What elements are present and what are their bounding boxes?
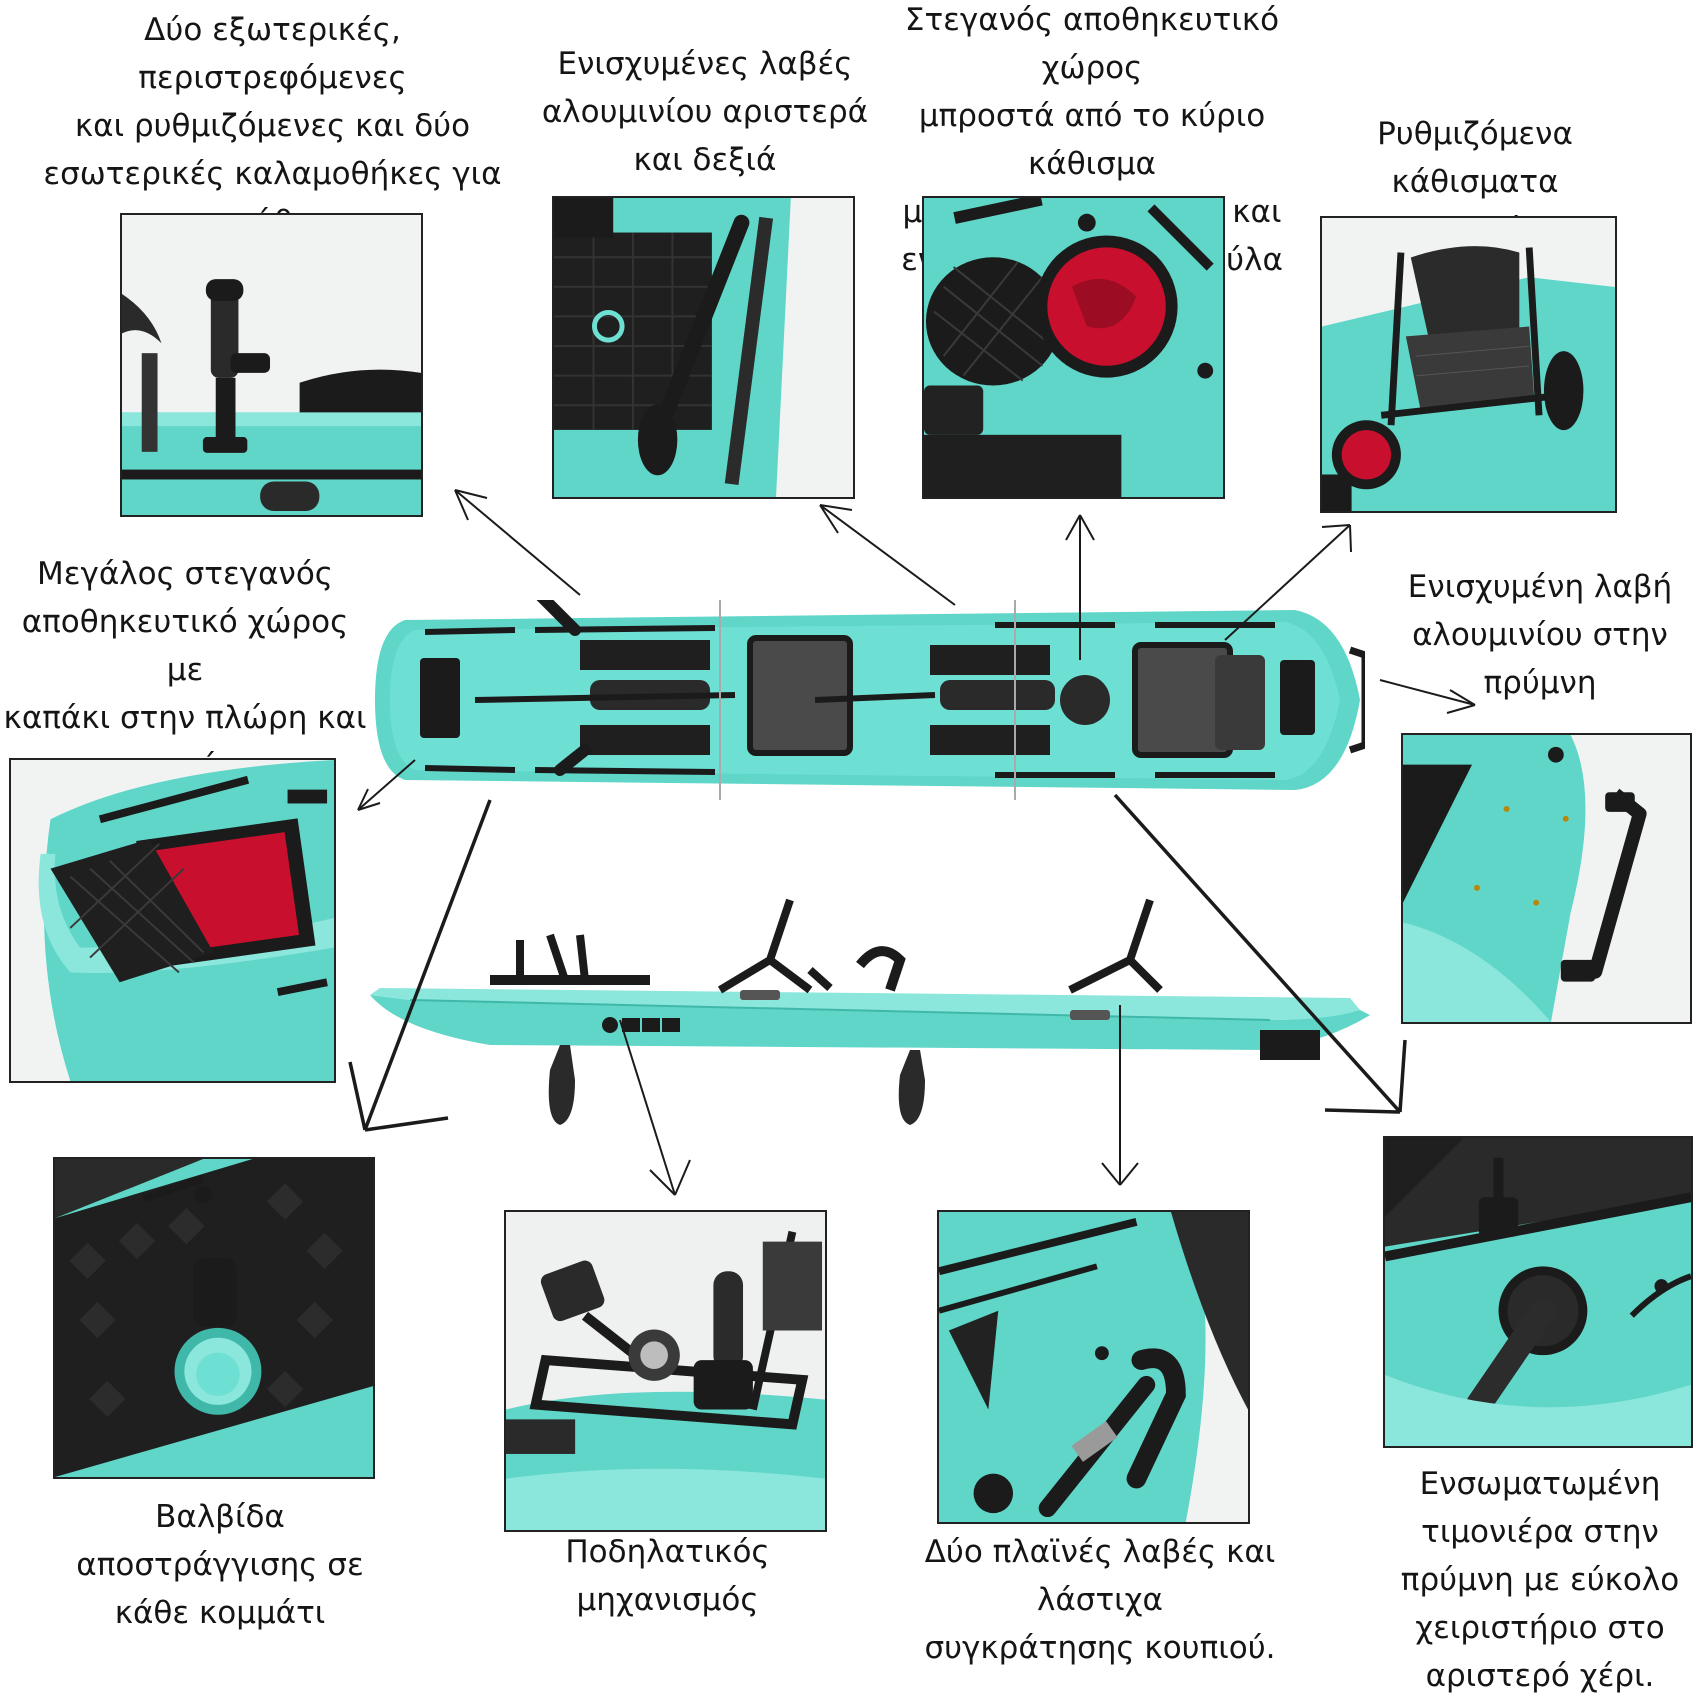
- photo-seat: [1320, 216, 1617, 513]
- caption-drain-valve: Βαλβίδα αποστράγγισης σε κάθε κομμάτι: [76, 1499, 364, 1631]
- arrow-icon: [819, 504, 956, 606]
- caption-rudder: Ενσωματωμένη τιμονιέρα στην πρύμνη με εύ…: [1400, 1466, 1680, 1694]
- photo-bow-storage: [9, 758, 336, 1083]
- kayak-top-view: [375, 589, 1369, 800]
- caption-stern-handle: Ενισχυμένη λαβή αλουμινίου στην πρύμνη: [1407, 569, 1673, 701]
- caption-side-handles: Ενισχυμένες λαβές αλουμινίου αριστερά κα…: [541, 46, 869, 178]
- caption-pedal-drive: Ποδηλατικός μηχανισμός: [565, 1534, 770, 1618]
- photo-rudder-handle: [1383, 1136, 1693, 1448]
- photo-stern-handle: [1401, 733, 1692, 1024]
- kayak-side-view: [370, 880, 1370, 1140]
- caption-bow-storage: Μεγάλος στεγανός αποθηκευτικό χώρος με κ…: [3, 556, 367, 784]
- photo-paddle-holder: [937, 1210, 1250, 1524]
- arrow-icon: [454, 489, 581, 596]
- photo-pedal-drive: [504, 1210, 827, 1532]
- caption-paddle-holder: Δύο πλαϊνές λαβές και λάστιχα συγκράτηση…: [924, 1534, 1276, 1666]
- photo-drain-valve: [53, 1157, 375, 1479]
- photo-rod-holder: [120, 213, 423, 517]
- photo-front-storage: [922, 196, 1225, 499]
- photo-side-handle: [552, 196, 855, 499]
- caption-rod-holders: Δύο εξωτερικές, περιστρεφόμενες και ρυθμ…: [43, 12, 502, 288]
